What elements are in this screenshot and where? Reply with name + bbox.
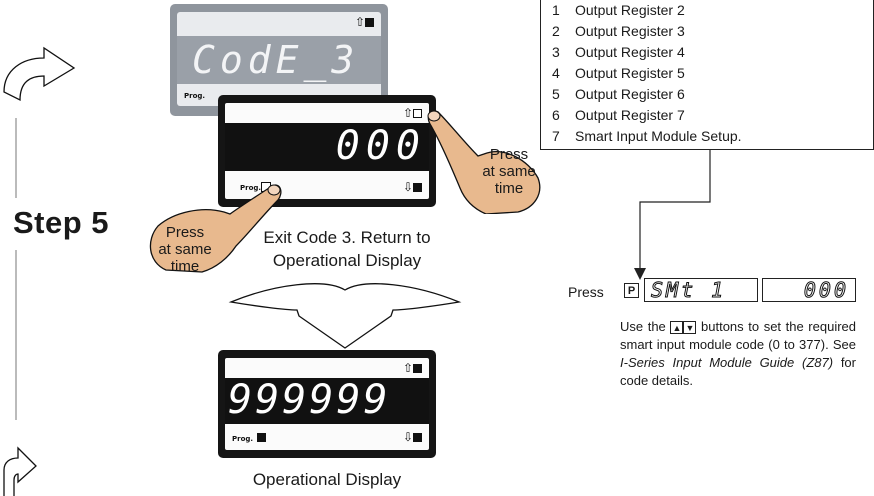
register-item-number: 3 [552,44,560,60]
press-label: Press [568,284,604,300]
meter-window [225,378,429,424]
meter-display-value: 999999 [228,377,391,423]
curved-up-arrow-icon-bottom [3,446,37,496]
meter-window [225,123,429,171]
down-arrow-icon: ▼ [683,321,697,335]
register-item-text: Output Register 6 [575,86,685,102]
meter-code3: CodE_3 ⇧ Prog. [170,4,388,116]
meter-window [177,36,381,84]
lcd-smt-display: SMt 1 [644,278,758,302]
meter-operational: 999999 ⇧ ⇩ Prog. [218,350,436,458]
up-button-icon[interactable]: ⇧ [403,361,422,375]
register-item-text: Output Register 4 [575,44,685,60]
curved-up-arrow-icon [3,46,76,102]
register-item-text: Output Register 7 [575,107,685,123]
register-item-number: 7 [552,128,560,144]
p-key-icon[interactable]: P [624,283,639,298]
operational-caption: Operational Display [252,470,402,489]
register-item-number: 2 [552,23,560,39]
connector-arrow [634,150,711,280]
instruction-note: Use the ▲▼ buttons to set the required s… [620,319,856,388]
meter-display-value: 000 [335,123,426,169]
step-flow-graphic [3,46,76,496]
prog-label: Prog. [184,92,206,100]
big-down-arrow-icon [228,283,462,349]
register-item-number: 5 [552,86,560,102]
register-item-text: Output Register 5 [575,65,685,81]
register-item-text: Output Register 2 [575,2,685,18]
up-arrow-icon: ⇧ [355,15,374,29]
hand-press-right [427,110,541,214]
down-button-icon[interactable]: ⇩ [403,180,422,194]
register-item-number: 1 [552,2,560,18]
register-item-number: 6 [552,107,560,123]
up-button-icon[interactable]: ⇧ [403,106,422,120]
up-arrow-icon: ▲ [670,321,684,335]
exit-caption: Exit Code 3. Return to Operational Displ… [263,228,431,270]
register-item-text: Smart Input Module Setup. [575,128,742,144]
register-item-text: Output Register 3 [575,23,685,39]
meter-display-value: CodE_3 [192,38,360,82]
lcd-value-display: 000 [762,278,856,302]
down-button-icon[interactable]: ⇩ [403,430,422,444]
register-item-number: 4 [552,65,560,81]
meter-code-entry: 000 ⇧ ⇩ Prog. [218,95,436,207]
hand-press-left [149,184,282,273]
step-label: Step 5 [13,205,110,240]
prog-button[interactable]: Prog. [232,430,266,444]
